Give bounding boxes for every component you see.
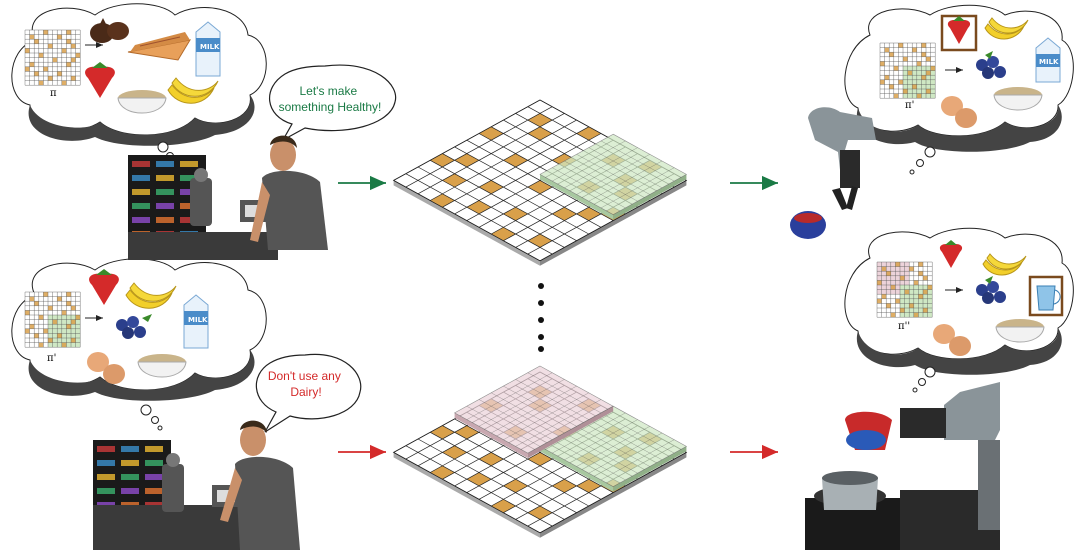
- speech-text-bottom: Don't use any Dairy!: [268, 369, 344, 399]
- oatmeal-bowl-icon: [117, 90, 167, 114]
- blueberry-icon: [976, 276, 1006, 304]
- milk-carton-icon: MILK: [183, 294, 209, 349]
- robot-arm-bottom: [805, 382, 1000, 550]
- isometric-grid-top: [392, 99, 688, 266]
- policy-label-pi-prime: π': [47, 353, 56, 364]
- person-bottom: [220, 420, 300, 550]
- policy-grid-mini: [879, 42, 936, 99]
- pie-icon: [127, 32, 192, 61]
- banana-icon: [984, 17, 1029, 40]
- strawberry-icon: [89, 269, 119, 305]
- policy-grid-mini: [24, 291, 81, 348]
- svg-text:MILK: MILK: [1039, 58, 1059, 66]
- egg-icon: [933, 324, 971, 356]
- blueberry-icon: [976, 51, 1006, 79]
- strawberry-icon: [940, 14, 978, 52]
- person-top: [250, 135, 328, 250]
- banana-icon: [125, 282, 177, 309]
- kitchen-scene-top: [128, 155, 278, 260]
- banana-icon: [982, 253, 1027, 276]
- policy-grid-mini: [876, 261, 933, 318]
- water-pitcher-icon: [1028, 275, 1064, 317]
- svg-text:MILK: MILK: [188, 316, 208, 324]
- strawberry-icon: [85, 62, 115, 98]
- speech-text-top: Let's make something Healthy!: [279, 84, 382, 114]
- oatmeal-bowl-icon: [993, 87, 1043, 111]
- milk-carton-icon: MILK: [1035, 37, 1061, 83]
- speech-bubble-top: [269, 64, 397, 142]
- policy-label-pi-double-prime: π'': [898, 321, 910, 332]
- egg-icon: [941, 96, 977, 128]
- thought-cloud-bottom-left: [11, 258, 267, 431]
- egg-icon: [87, 352, 125, 384]
- policy-grid-mini: [24, 29, 81, 86]
- banana-icon: [167, 77, 219, 104]
- svg-text:MILK: MILK: [200, 43, 220, 51]
- strawberry-icon: [939, 240, 963, 268]
- milk-carton-icon: MILK: [195, 21, 221, 77]
- ellipsis-dots: [538, 283, 544, 352]
- selected-item-box: [1028, 275, 1064, 317]
- oatmeal-bowl-icon: [137, 354, 187, 378]
- policy-label-pi-prime-result: π': [905, 100, 914, 111]
- policy-label-pi: π: [50, 88, 57, 99]
- blueberry-icon: [116, 314, 152, 339]
- isometric-grid-bottom: [392, 365, 688, 538]
- oatmeal-bowl-icon: [995, 319, 1045, 343]
- chocolate-icon: [90, 18, 129, 43]
- speech-bubble-bottom: [255, 353, 362, 433]
- robot-arm-top: [790, 107, 876, 239]
